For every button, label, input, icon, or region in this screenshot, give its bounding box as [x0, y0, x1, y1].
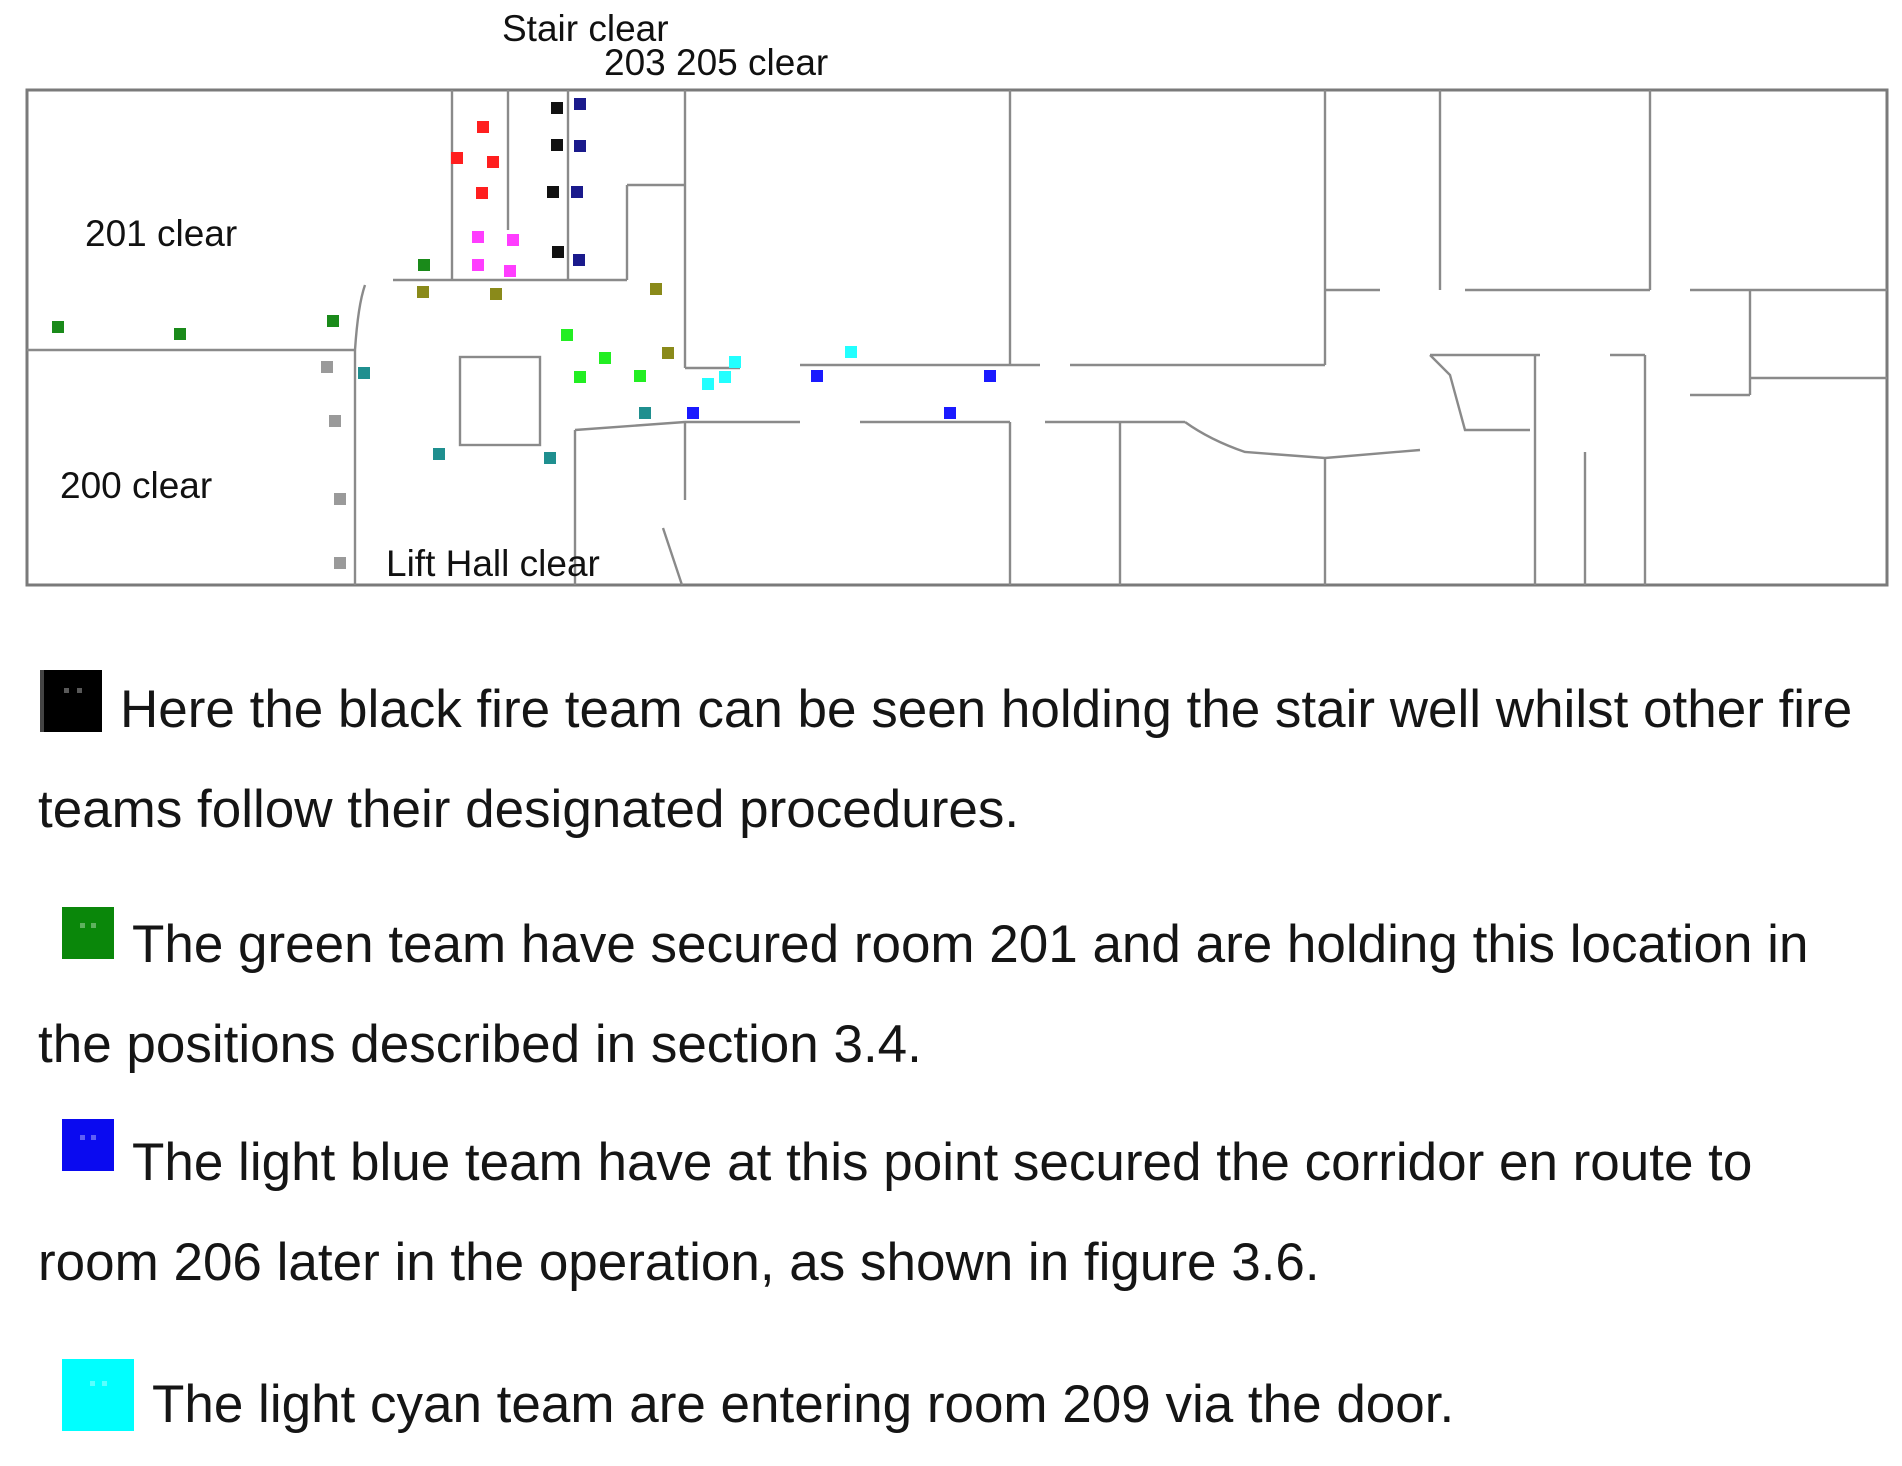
navy-team-member-marker — [574, 140, 586, 152]
legend-item-blue-team: The light blue team have at this point s… — [38, 1113, 1868, 1313]
black-team-member-marker — [552, 246, 564, 258]
teal-team-member-marker — [639, 407, 651, 419]
olive-team-member-marker — [650, 283, 662, 295]
light-cyan-team-member-marker — [845, 346, 857, 358]
navy-team-member-marker — [571, 186, 583, 198]
legend-text: The green team have secured room 201 and… — [38, 915, 1809, 1074]
gray-team-member-marker — [321, 361, 333, 373]
black-team-member-marker — [551, 102, 563, 114]
gray-team-member-marker — [334, 493, 346, 505]
legend-text: The light blue team have at this point s… — [38, 1133, 1753, 1292]
black-team-member-marker — [547, 186, 559, 198]
lime-team-member-marker — [599, 352, 611, 364]
teal-team-member-marker — [358, 367, 370, 379]
navy-team-member-marker — [574, 98, 586, 110]
interior-walls — [27, 90, 1887, 586]
olive-team-member-marker — [490, 288, 502, 300]
teal-team-member-marker — [433, 448, 445, 460]
navy-team-member-marker — [573, 254, 585, 266]
black-team-swatch-icon — [40, 670, 102, 732]
blue-team-swatch-icon — [62, 1119, 114, 1171]
blue-team-member-marker — [811, 370, 823, 382]
team-markers — [52, 98, 996, 569]
teal-team-member-marker — [544, 452, 556, 464]
legend-item-black-team: Here the black fire team can be seen hol… — [38, 660, 1868, 860]
blue-team-member-marker — [687, 407, 699, 419]
cyan-team-swatch-icon — [62, 1359, 134, 1431]
legend-text: The light cyan team are entering room 20… — [152, 1375, 1455, 1434]
legend-item-green-team: The green team have secured room 201 and… — [38, 895, 1868, 1095]
red-team-member-marker — [476, 187, 488, 199]
red-team-member-marker — [487, 156, 499, 168]
gray-team-member-marker — [334, 557, 346, 569]
red-team-member-marker — [451, 152, 463, 164]
green-team-member-marker — [327, 315, 339, 327]
green-team-member-marker — [52, 321, 64, 333]
magenta-team-member-marker — [507, 234, 519, 246]
floor-plan-map: Stair clear 203 205 clear 201 clear 200 … — [25, 8, 1889, 587]
green-team-member-marker — [174, 328, 186, 340]
olive-team-member-marker — [662, 347, 674, 359]
lime-team-member-marker — [561, 329, 573, 341]
building-outline — [25, 88, 1889, 587]
magenta-team-member-marker — [472, 259, 484, 271]
lime-team-member-marker — [634, 370, 646, 382]
green-team-swatch-icon — [62, 907, 114, 959]
label-201-clear: 201 clear — [85, 213, 237, 254]
magenta-team-member-marker — [472, 231, 484, 243]
olive-team-member-marker — [417, 286, 429, 298]
label-200-clear: 200 clear — [60, 465, 212, 506]
legend-item-cyan-team: The light cyan team are entering room 20… — [38, 1355, 1868, 1455]
light-cyan-team-member-marker — [719, 371, 731, 383]
label-203-205-clear: 203 205 clear — [604, 42, 828, 83]
gray-team-member-marker — [329, 415, 341, 427]
light-cyan-team-member-marker — [729, 356, 741, 368]
black-team-member-marker — [551, 139, 563, 151]
blue-team-member-marker — [984, 370, 996, 382]
red-team-member-marker — [477, 121, 489, 133]
blue-team-member-marker — [944, 407, 956, 419]
light-cyan-team-member-marker — [702, 378, 714, 390]
magenta-team-member-marker — [504, 265, 516, 277]
green-team-member-marker — [418, 259, 430, 271]
label-lift-hall-clear: Lift Hall clear — [386, 543, 600, 584]
lime-team-member-marker — [574, 371, 586, 383]
label-stair-clear: Stair clear — [502, 8, 669, 49]
legend-text: Here the black fire team can be seen hol… — [38, 680, 1853, 839]
